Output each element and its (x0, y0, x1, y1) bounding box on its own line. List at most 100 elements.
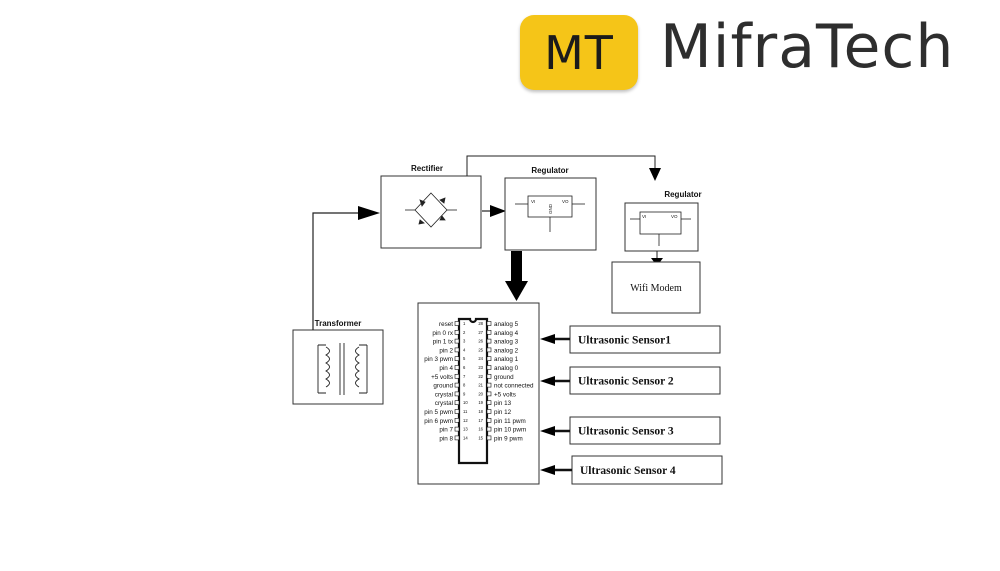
arrow-to-regulator (490, 205, 506, 217)
mcu-right-pin-number: 24 (478, 356, 483, 361)
mcu-left-pin-number: 6 (463, 365, 466, 370)
regulator-1-gnd: GND (548, 203, 553, 214)
mcu-pin-pad (454, 373, 460, 379)
logo-name: MifraTech (660, 12, 955, 82)
mcu-right-pin-label: analog 2 (494, 347, 519, 354)
sensor-box (569, 416, 721, 445)
transformer-to-rectifier-wire (312, 212, 366, 330)
mcu-right-pin-label: pin 10 pwm (494, 427, 526, 434)
mcu-pin-pad (454, 365, 460, 370)
mcu-left-pin-number: 13 (463, 427, 468, 432)
sensor-arrow (540, 426, 555, 436)
regulator-2-vo: VO (671, 214, 678, 219)
mcu-left-pin-number: 10 (463, 400, 468, 405)
mcu-right-pin-number: 20 (478, 391, 483, 396)
mcu-right-pin-number: 18 (478, 409, 483, 414)
mcu-right-pin-number: 19 (478, 400, 483, 405)
atmega-chip (457, 317, 489, 465)
mcu-left-pin-label: pin 8 (439, 435, 453, 442)
mcu-pin-pad (454, 435, 460, 441)
mcu-left-pin-label: crystal (435, 391, 453, 398)
mcu-right-pin-label: analog 0 (494, 365, 519, 372)
bridge-rectifier-icon (405, 192, 457, 228)
mcu-pin-pad (486, 435, 492, 441)
transformer-block: Transformer (292, 319, 384, 405)
mcu-left-pin-label: pin 5 pwm (424, 409, 453, 416)
mcu-pin-pad (486, 400, 492, 406)
mcu-left-pin-label: +5 volts (431, 374, 453, 381)
mcu-right-pin-number: 21 (478, 383, 483, 388)
regulator-block-2: Regulator VI VO (624, 190, 702, 252)
mcu-pin-pad (454, 329, 460, 335)
mcu-right-pin-label: ground (494, 374, 514, 381)
mcu-right-pin-number: 28 (478, 321, 483, 326)
mcu-right-pin-label: pin 9 pwm (494, 435, 523, 442)
mcu-left-pin-label: crystal (435, 400, 453, 407)
mcu-left-pin-number: 7 (463, 374, 466, 379)
mcu-right-pin-number: 26 (478, 339, 483, 344)
mcu-left-pin-label: pin 2 (439, 347, 453, 354)
mcu-left-pin-number: 3 (463, 339, 466, 344)
mcu-right-pin-number: 27 (478, 330, 483, 335)
mcu-pin-pad (486, 338, 492, 344)
mcu-right-pin-label: not connected (494, 383, 534, 390)
mcu-pin-pad (486, 426, 492, 432)
mcu-right-pin-number: 15 (478, 435, 483, 440)
mcu-pin-pad (486, 373, 492, 379)
mcu-left-pin-label: ground (433, 383, 453, 390)
logo-badge: MT (520, 15, 638, 90)
sensor-label: Ultrasonic Sensor1 (578, 335, 671, 347)
mcu-left-pin-label: pin 7 (439, 427, 453, 434)
mcu-pin-pad (486, 329, 492, 335)
mcu-pin-pad (486, 409, 492, 414)
sensor-arrow (540, 376, 555, 386)
regulator-1-vo: VO (562, 199, 569, 204)
mcu-pin-pad (486, 365, 492, 370)
mcu-right-pin-label: +5 volts (494, 391, 516, 398)
mcu-right-pin-label: analog 1 (494, 356, 519, 363)
regulator-1-vi: VI (531, 199, 535, 204)
transformer-coil-icon (317, 343, 368, 395)
regulator-block-1: Regulator VI VO GND (504, 166, 597, 251)
mcu-left-pin-number: 5 (463, 356, 466, 361)
mcu-right-pin-number: 22 (478, 374, 483, 379)
arrow-to-regulator-2 (649, 168, 661, 181)
mcu-pin-pad (454, 426, 460, 432)
mcu-right-pin-label: analog 3 (494, 339, 519, 346)
mcu-right-pin-label: analog 4 (494, 330, 519, 337)
sensor-label: Ultrasonic Sensor 4 (580, 465, 676, 477)
mcu-pin-pad (486, 382, 492, 388)
mcu-left-pin-number: 4 (463, 347, 466, 352)
regulator-2-vi: VI (642, 214, 646, 219)
rectifier-label: Rectifier (411, 164, 443, 173)
mcu-pin-pad (454, 417, 460, 423)
mcu-left-pin-number: 14 (463, 435, 468, 440)
mcu-right-pin-number: 25 (478, 347, 483, 352)
rectifier-block: Rectifier (380, 164, 482, 249)
mcu-right-pin-label: analog 5 (494, 321, 519, 328)
mcu-left-pin-label: pin 1 tx (433, 339, 454, 346)
mcu-pin-pad (454, 338, 460, 344)
mcu-left-pin-label: pin 6 pwm (424, 418, 453, 425)
mcu-pin-pad (454, 391, 460, 397)
mcu-right-pin-number: 23 (478, 365, 483, 370)
sensor-arrow (540, 334, 555, 344)
mcu-left-pin-number: 12 (463, 418, 468, 423)
mcu-right-pin-label: pin 11 pwm (494, 418, 526, 425)
regulator-to-mcu-shaft (511, 251, 522, 284)
sensor-arrow (540, 465, 555, 475)
mcu-right-pin-label: pin 12 (494, 409, 512, 416)
mcu-pin-pad (486, 321, 492, 326)
mcu-left-pin-number: 8 (463, 383, 466, 388)
sensor-label: Ultrasonic Sensor 2 (578, 376, 674, 388)
mcu-pin-pad (454, 321, 460, 326)
mcu-pin-pad (486, 391, 492, 397)
mcu-pin-pad (454, 347, 460, 353)
mcu-left-pin-number: 2 (463, 330, 466, 335)
mcu-right-pin-number: 17 (478, 418, 483, 423)
mcu-pin-pad (454, 382, 460, 388)
mcu-right-pin-label: pin 13 (494, 400, 512, 407)
mcu-left-pin-label: pin 0 rx (432, 330, 454, 337)
